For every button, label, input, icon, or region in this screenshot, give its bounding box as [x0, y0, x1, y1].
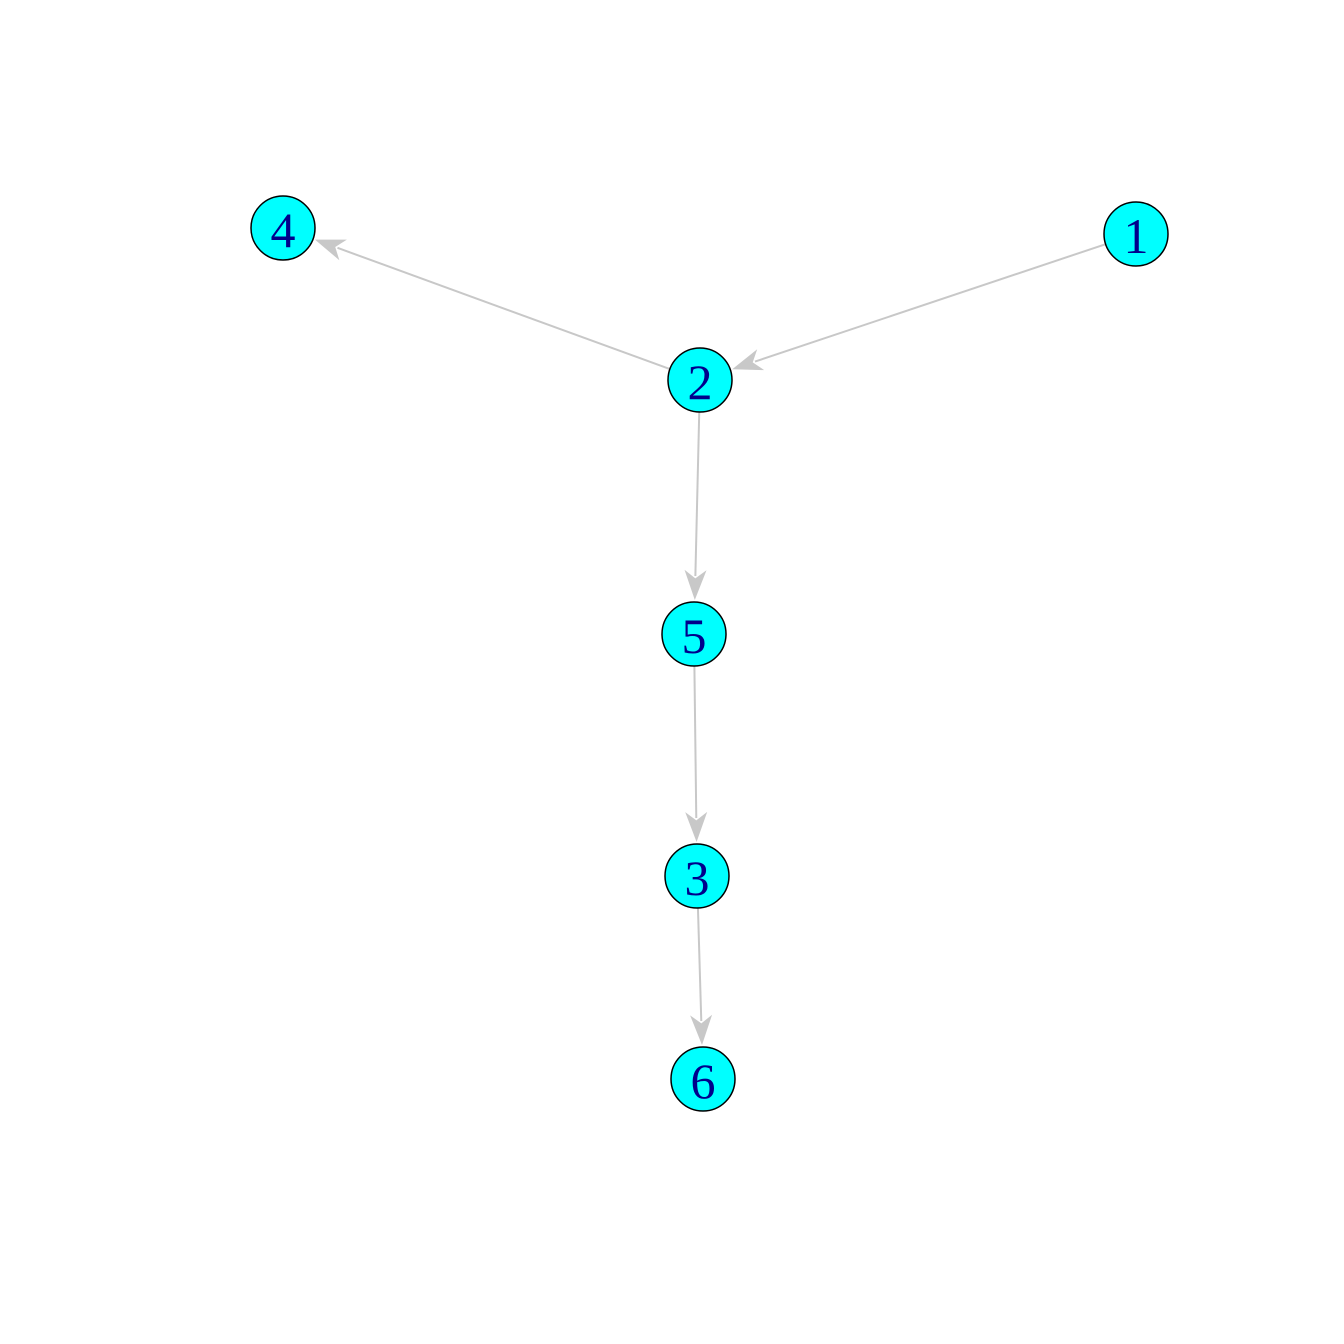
edge-5-to-3 [693, 665, 698, 819]
node-label: 5 [682, 608, 707, 664]
edge-1-to-2 [754, 243, 1106, 363]
node-1: 1 [1103, 201, 1169, 267]
node-label: 3 [685, 850, 710, 906]
arrowhead-5-to-3 [685, 811, 708, 843]
node-circle [670, 1046, 736, 1112]
node-label: 6 [691, 1053, 716, 1109]
edge-3-to-6 [696, 907, 703, 1022]
node-label: 2 [688, 354, 713, 410]
edge-2-to-5 [694, 411, 701, 577]
node-circle [250, 195, 316, 261]
node-5: 5 [661, 601, 727, 667]
nodes-layer: 1 2 3 4 5 6 [250, 195, 1169, 1112]
node-label: 1 [1124, 208, 1149, 264]
arrowhead-2-to-5 [684, 569, 707, 601]
node-2: 2 [667, 347, 733, 413]
edges-layer [314, 239, 1106, 1046]
arrowhead-2-to-4 [314, 239, 347, 261]
arrowhead-1-to-2 [732, 349, 765, 371]
arrowhead-3-to-6 [690, 1014, 713, 1046]
node-circle [664, 843, 730, 909]
edge-2-to-4 [337, 246, 671, 370]
node-circle [661, 601, 727, 667]
node-circle [667, 347, 733, 413]
node-3: 3 [664, 843, 730, 909]
node-6: 6 [670, 1046, 736, 1112]
node-4: 4 [250, 195, 316, 261]
node-label: 4 [271, 202, 296, 258]
node-circle [1103, 201, 1169, 267]
